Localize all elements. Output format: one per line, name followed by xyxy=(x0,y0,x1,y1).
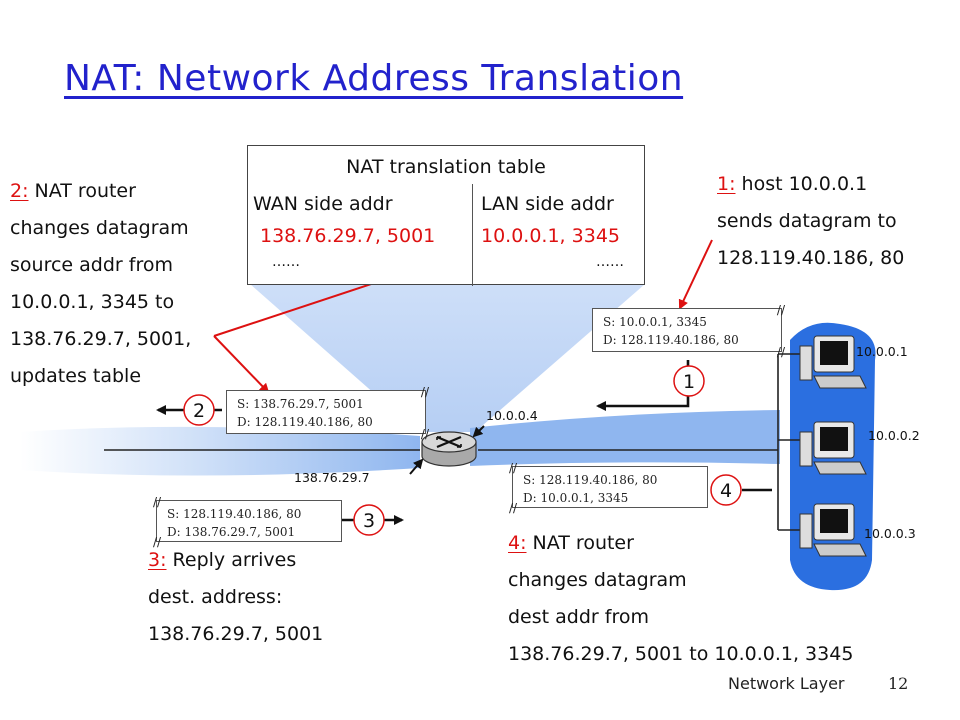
annotation-step1: 1: host 10.0.0.1 sends datagram to 128.1… xyxy=(717,166,904,277)
annotation-step4: 4: NAT router changes datagram dest addr… xyxy=(508,525,853,673)
step-badge-1: 1 xyxy=(673,365,705,397)
annotation-step3-line: 138.76.29.7, 5001 xyxy=(148,623,324,645)
router-lan-pointer xyxy=(472,425,485,438)
svg-text:2: 2 xyxy=(193,400,205,422)
datagram-4: // // S: 128.119.40.186, 80 D: 10.0.0.1,… xyxy=(509,461,708,515)
datagram-4-source: S: 128.119.40.186, 80 xyxy=(523,473,658,487)
annotation-step4-num: 4: xyxy=(508,532,527,554)
annotation-step2-line: 138.76.29.7, 5001, xyxy=(10,328,192,350)
arrow-step2-packet xyxy=(213,335,270,394)
host1-address: 10.0.0.1 xyxy=(856,344,908,359)
host-computer-1-icon xyxy=(799,335,867,389)
nat-table-wan-more: …… xyxy=(272,254,300,270)
svg-text:4: 4 xyxy=(720,480,732,502)
annotation-step3: 3: Reply arrives dest. address: 138.76.2… xyxy=(148,542,323,653)
annotation-step2-line: NAT router xyxy=(28,180,136,202)
annotation-step2-line: updates table xyxy=(10,365,142,387)
datagram-3-break-mark: // xyxy=(153,495,162,509)
annotation-step2-line: changes datagram xyxy=(10,217,189,239)
datagram-3-dest: D: 138.76.29.7, 5001 xyxy=(167,525,296,539)
router-lan-address: 10.0.0.4 xyxy=(486,408,538,423)
nat-table-lan-more: …… xyxy=(596,254,624,270)
wan-cloud-band xyxy=(20,426,420,476)
annotation-step2-line: source addr from xyxy=(10,254,173,276)
datagram-3-source: S: 128.119.40.186, 80 xyxy=(167,507,302,521)
datagram-3: // // S: 128.119.40.186, 80 D: 138.76.29… xyxy=(153,495,342,549)
zoom-funnel xyxy=(250,284,645,432)
step-badge-2: 2 xyxy=(183,394,215,426)
step-badge-4: 4 xyxy=(710,474,742,506)
datagram-1-break-mark: // xyxy=(776,345,785,359)
annotation-step4-line: 138.76.29.7, 5001 to 10.0.0.1, 3345 xyxy=(508,643,854,665)
host-computer-2-icon xyxy=(799,421,867,475)
datagram-4-dest: D: 10.0.0.1, 3345 xyxy=(523,491,629,505)
annotation-step2: 2: NAT router changes datagram source ad… xyxy=(10,173,191,395)
datagram-4-break-mark: // xyxy=(509,501,518,515)
datagram-1-source: S: 10.0.0.1, 3345 xyxy=(603,315,707,329)
annotation-step4-line: NAT router xyxy=(526,532,634,554)
annotation-step1-line: sends datagram to xyxy=(717,210,897,232)
nat-table-title: NAT translation table xyxy=(346,156,546,178)
nat-table-wan-entry: 138.76.29.7, 5001 xyxy=(260,225,436,247)
datagram-1: // // S: 10.0.0.1, 3345 D: 128.119.40.18… xyxy=(592,303,785,359)
step-badge-3: 3 xyxy=(353,504,385,536)
arrow-step1 xyxy=(678,239,713,310)
slide-title: NAT: Network Address Translation xyxy=(64,58,684,99)
datagram-4-break-mark: // xyxy=(509,461,518,475)
router-wan-address: 138.76.29.7 xyxy=(294,470,370,485)
host2-address: 10.0.0.2 xyxy=(868,428,920,443)
annotation-step2-num: 2: xyxy=(10,180,29,202)
annotation-step1-line: host 10.0.0.1 xyxy=(735,173,868,195)
footer-label: Network Layer xyxy=(728,674,845,693)
annotation-step1-line: 128.119.40.186, 80 xyxy=(717,247,905,269)
host-computer-3-icon xyxy=(799,503,867,557)
datagram-1-break-mark: // xyxy=(776,303,785,317)
datagram-2-break-mark: // xyxy=(420,427,429,441)
datagram-2-break-mark: // xyxy=(420,385,429,399)
annotation-step4-line: dest addr from xyxy=(508,606,649,628)
annotation-step2-line: 10.0.0.1, 3345 to xyxy=(10,291,175,313)
annotation-step4-line: changes datagram xyxy=(508,569,687,591)
footer-page-number: 12 xyxy=(888,674,909,693)
nat-router-icon xyxy=(421,431,477,467)
annotation-step3-line: dest. address: xyxy=(148,586,283,608)
annotation-step1-num: 1: xyxy=(717,173,736,195)
nat-translation-table: NAT translation table WAN side addr LAN … xyxy=(247,145,645,286)
nat-table-lan-entry: 10.0.0.1, 3345 xyxy=(481,225,620,247)
router-wan-pointer xyxy=(409,458,424,475)
datagram-2: // // S: 138.76.29.7, 5001 D: 128.119.40… xyxy=(226,385,429,441)
host3-address: 10.0.0.3 xyxy=(864,526,916,541)
nat-table-lan-header: LAN side addr xyxy=(481,193,614,215)
annotation-step3-num: 3: xyxy=(148,549,167,571)
lan-cloud-band xyxy=(470,410,780,466)
svg-text:3: 3 xyxy=(363,510,375,532)
svg-text:1: 1 xyxy=(683,371,695,393)
datagram-3-break-mark: // xyxy=(153,535,162,549)
nat-table-wan-header: WAN side addr xyxy=(253,193,393,215)
datagram-2-source: S: 138.76.29.7, 5001 xyxy=(237,397,364,411)
annotation-step3-line: Reply arrives xyxy=(166,549,297,571)
nat-table-divider xyxy=(472,184,473,286)
datagram-2-dest: D: 128.119.40.186, 80 xyxy=(237,415,373,429)
datagram-1-dest: D: 128.119.40.186, 80 xyxy=(603,333,739,347)
